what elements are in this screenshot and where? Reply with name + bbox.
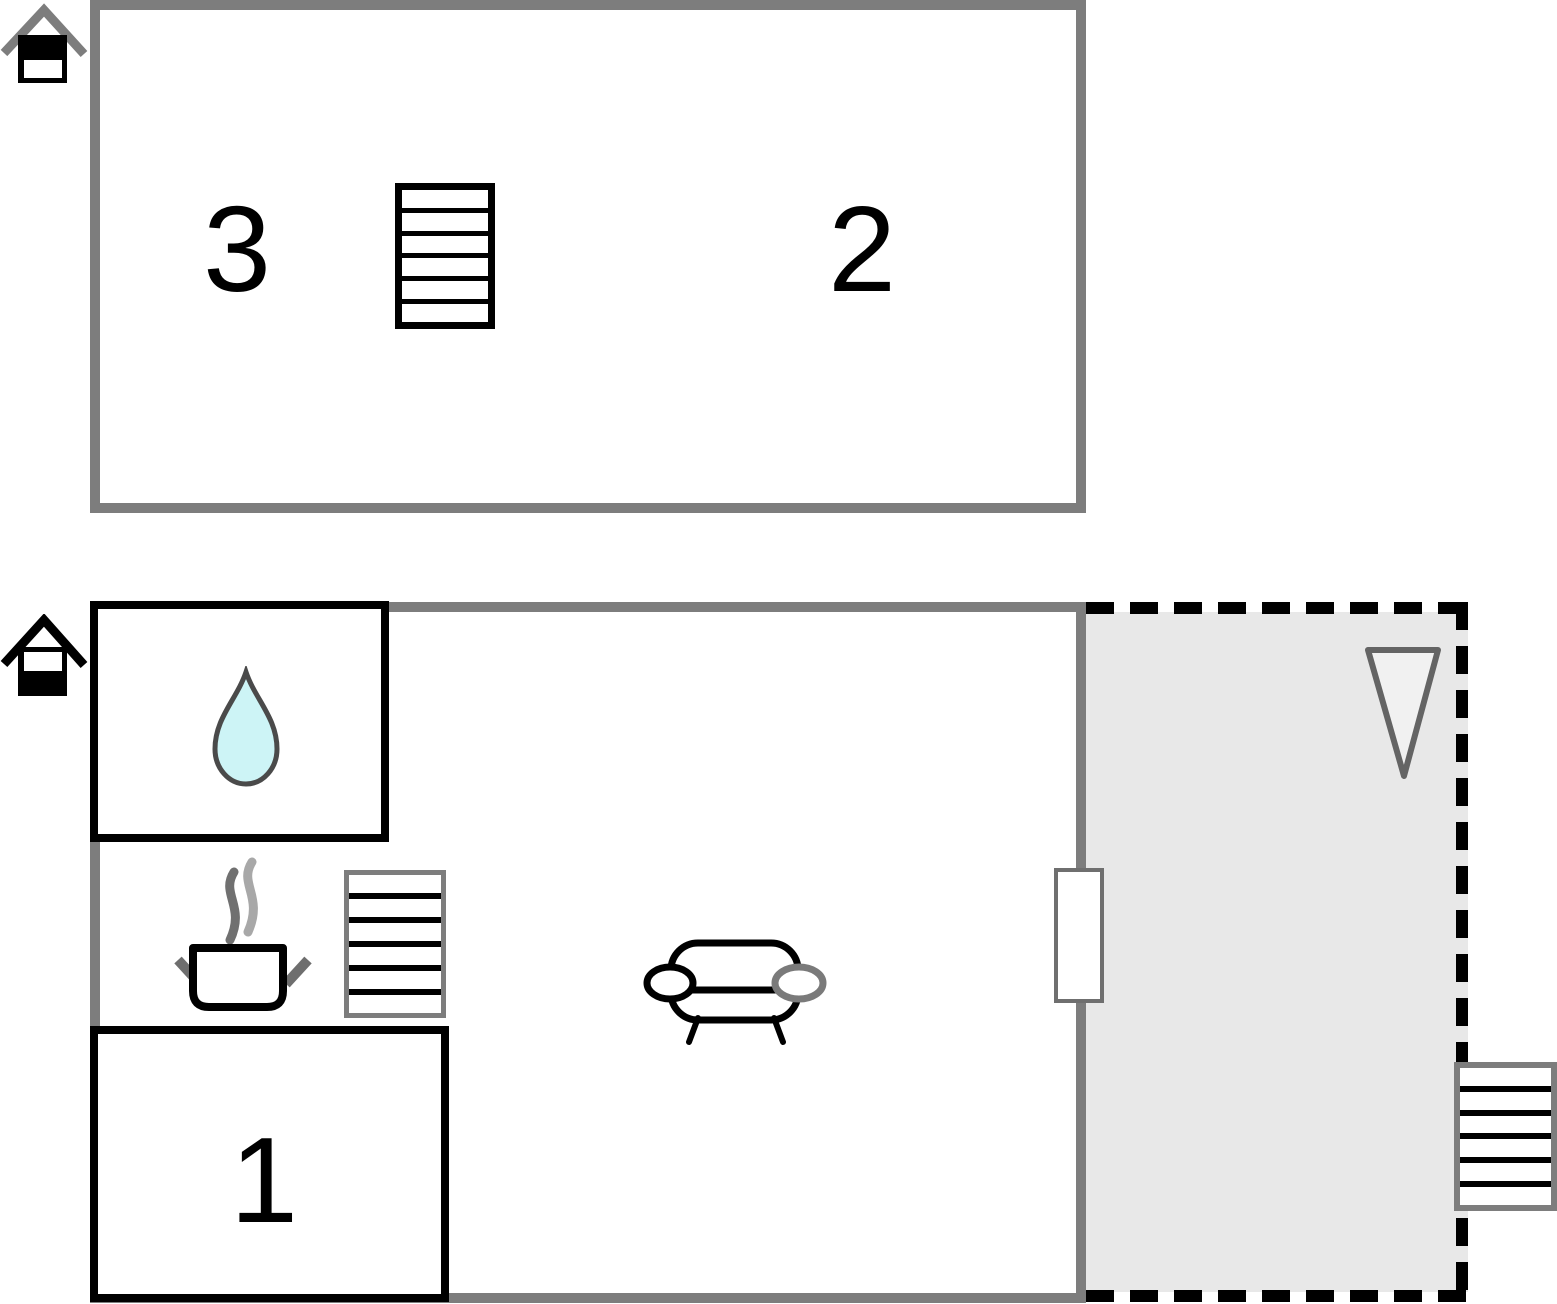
- room-2-label: 2: [828, 181, 896, 317]
- stair-tread: [1460, 1109, 1551, 1134]
- ground-floor-house-icon: [0, 614, 88, 696]
- steam-wisp-dark: [225, 867, 240, 945]
- stair-tread: [402, 190, 488, 208]
- room-1: [90, 1026, 449, 1302]
- steaming-pot-icon: [174, 857, 312, 1011]
- stair-tread: [349, 875, 441, 893]
- staircase-kitchen: [344, 870, 446, 1018]
- sofa-armrest-right: [771, 963, 827, 1003]
- stair-tread: [349, 965, 441, 989]
- stair-tread: [402, 253, 488, 276]
- stair-tread: [1460, 1157, 1551, 1181]
- stair-tread: [349, 893, 441, 917]
- sofa-leg-left: [686, 1015, 701, 1045]
- upper-floor-house-icon: [0, 3, 88, 83]
- steam-wisp-light: [243, 857, 258, 937]
- stair-tread: [349, 941, 441, 965]
- stair-tread: [349, 989, 441, 1013]
- sofa-leg-right: [771, 1015, 786, 1045]
- stair-tread: [349, 917, 441, 941]
- door-opening: [1054, 868, 1104, 1003]
- terrace-dashed-border-top: [1086, 602, 1468, 614]
- upper-floor-plan: [90, 0, 1086, 513]
- triangle-marker-icon: [1365, 647, 1441, 779]
- stair-tread: [1460, 1085, 1551, 1110]
- sofa-armrest-left: [643, 963, 697, 1003]
- room-1-label: 1: [230, 1112, 298, 1248]
- pot-handle-right: [282, 956, 312, 988]
- pot-body: [189, 944, 287, 1011]
- staircase-upper: [395, 183, 495, 329]
- room-3-label: 3: [203, 181, 271, 317]
- stair-tread: [402, 230, 488, 254]
- stair-tread: [1460, 1181, 1551, 1205]
- terrace-dashed-border-bottom: [1086, 1290, 1468, 1302]
- sofa-icon: [643, 939, 827, 1045]
- stair-tread: [402, 276, 488, 299]
- stair-tread: [1460, 1068, 1551, 1086]
- staircase-external: [1454, 1062, 1557, 1211]
- water-drop-icon: [212, 666, 280, 787]
- stair-tread: [402, 207, 488, 231]
- stair-tread: [1460, 1133, 1551, 1157]
- stair-tread: [402, 299, 488, 322]
